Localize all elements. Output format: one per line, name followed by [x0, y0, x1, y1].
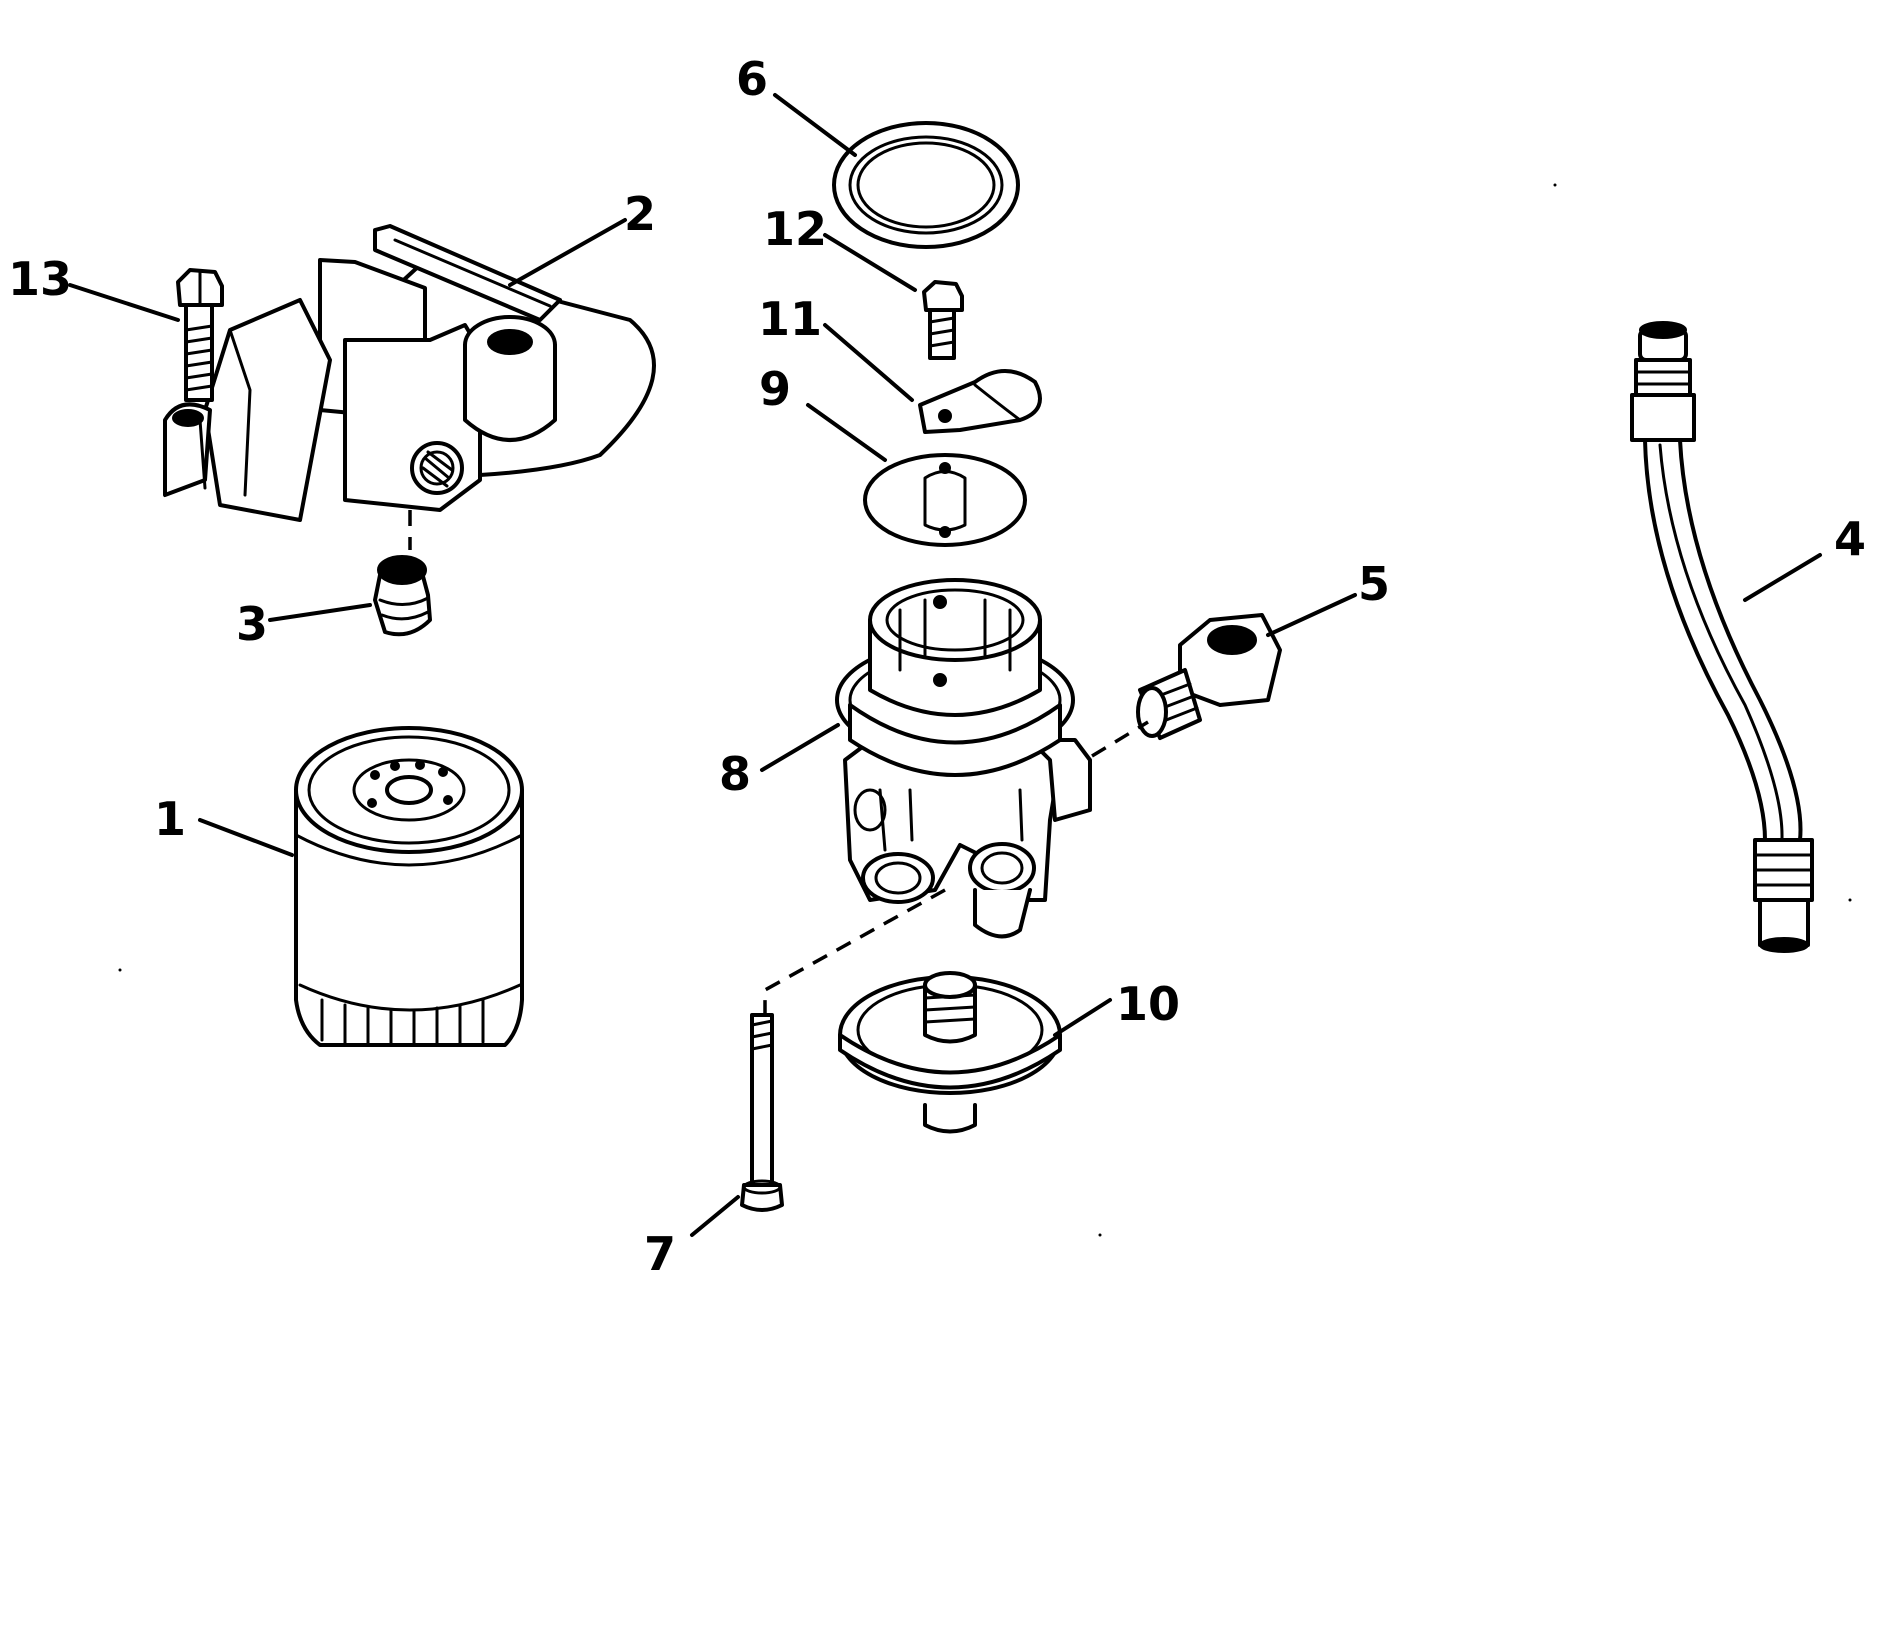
leader-5 — [1266, 593, 1357, 637]
speck — [1848, 898, 1852, 902]
leader-9 — [806, 403, 887, 462]
speck — [1098, 1233, 1102, 1237]
callout-5: 5 — [1358, 557, 1390, 611]
callout-6: 6 — [736, 52, 768, 106]
callout-2: 2 — [624, 187, 656, 241]
screw-icon — [922, 280, 964, 360]
elbow-fitting-icon — [1136, 613, 1282, 740]
oil-line-hose-icon — [1630, 321, 1814, 953]
speck — [1553, 183, 1557, 187]
oil-filter-icon — [294, 726, 524, 1047]
dashed-guide-7 — [763, 888, 946, 1015]
filter-adapter-bracket-icon — [163, 224, 656, 522]
leader-8 — [760, 723, 840, 772]
leader-3 — [268, 603, 372, 622]
adapter-housing-icon — [835, 578, 1092, 939]
callout-12: 12 — [763, 202, 827, 256]
callout-1: 1 — [154, 792, 186, 846]
clamp-icon — [918, 369, 1042, 434]
gasket-icon — [863, 453, 1027, 547]
sealing-ring-icon — [832, 121, 1020, 249]
callout-7: 7 — [644, 1227, 676, 1281]
bolt-icon — [176, 268, 224, 402]
callout-4: 4 — [1834, 512, 1866, 566]
leader-13 — [68, 283, 180, 322]
leader-7 — [690, 1195, 740, 1237]
dashed-guide-5 — [1091, 720, 1149, 758]
socket-head-screw-icon — [740, 1013, 784, 1212]
callout-9: 9 — [759, 362, 791, 416]
leader-1 — [198, 818, 294, 857]
callout-13: 13 — [8, 252, 72, 306]
callout-11: 11 — [758, 292, 822, 346]
filter-base-icon — [838, 971, 1062, 1134]
leader-12 — [823, 233, 917, 292]
leader-6 — [773, 93, 857, 157]
leader-10 — [1053, 998, 1112, 1037]
leader-2 — [508, 218, 627, 287]
leader-4 — [1743, 553, 1822, 602]
callout-10: 10 — [1116, 977, 1180, 1031]
leader-11 — [823, 323, 914, 402]
callout-3: 3 — [236, 597, 268, 651]
callout-8: 8 — [719, 747, 751, 801]
speck — [118, 968, 122, 972]
plug-icon — [373, 555, 432, 637]
